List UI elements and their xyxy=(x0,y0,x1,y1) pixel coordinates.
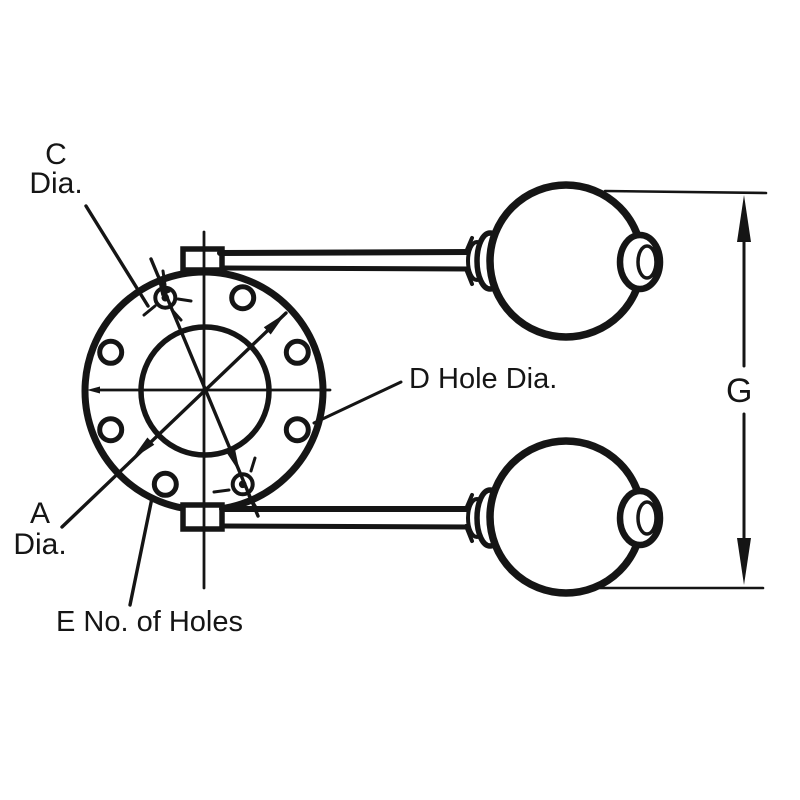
e-leader-line xyxy=(128,496,154,607)
d-leader-line xyxy=(312,380,403,425)
horizontal-centerline-arrow xyxy=(87,386,100,394)
bottom-collar-flare-upper xyxy=(464,493,474,511)
top-boss xyxy=(180,246,225,273)
a-dia-label: A Dia. xyxy=(10,498,70,560)
bottom-float-plug-outer xyxy=(616,487,664,549)
bottom-float xyxy=(464,437,664,597)
a-arrow-lower xyxy=(132,437,155,459)
bottom-collar-flare-lower xyxy=(464,524,474,543)
top-float xyxy=(464,181,664,341)
bolt-hole xyxy=(151,470,179,498)
centerlines xyxy=(87,230,332,590)
g-arrow-up xyxy=(737,195,751,242)
c-bolt-circle-line xyxy=(149,257,260,518)
bottom-boss xyxy=(180,502,225,532)
d-hole-dia-label: D Hole Dia. xyxy=(409,363,558,395)
g-arrow-down xyxy=(737,538,751,585)
top-collar-flare-upper xyxy=(464,236,474,254)
top-rod-lower-edge xyxy=(219,265,473,272)
top-float-plug-outer xyxy=(616,231,664,293)
c-leader-line xyxy=(84,204,150,308)
top-rod-upper-edge xyxy=(217,249,473,256)
top-collar-flare-lower xyxy=(464,267,474,286)
a-arrow-upper xyxy=(263,313,286,335)
c-arrow-upper xyxy=(156,270,171,296)
c-dia-letter: C xyxy=(45,138,67,171)
a-dia-suffix: Dia. xyxy=(13,528,67,561)
c-arrow-lower xyxy=(225,447,240,473)
a-dia-letter: A xyxy=(29,497,50,530)
bolt-hole xyxy=(97,338,125,366)
bolt-hole xyxy=(97,416,125,444)
top-float-plug-highlight xyxy=(651,246,658,278)
g-dimension xyxy=(598,189,768,590)
rod-assemblies xyxy=(180,246,473,532)
e-no-of-holes-label: E No. of Holes xyxy=(56,606,243,638)
bolt-hole xyxy=(283,338,311,366)
c-dia-label: C Dia. xyxy=(24,138,88,200)
g-extension-line-top xyxy=(603,189,768,195)
bolt-hole xyxy=(229,284,257,312)
bottom-rod-lower-edge xyxy=(219,523,473,530)
bottom-float-plug-highlight xyxy=(651,502,658,534)
c-dia-suffix: Dia. xyxy=(29,167,83,200)
a-diameter-line xyxy=(60,311,288,529)
g-dimension-label: G xyxy=(726,372,753,410)
bolt-hole xyxy=(283,416,311,444)
